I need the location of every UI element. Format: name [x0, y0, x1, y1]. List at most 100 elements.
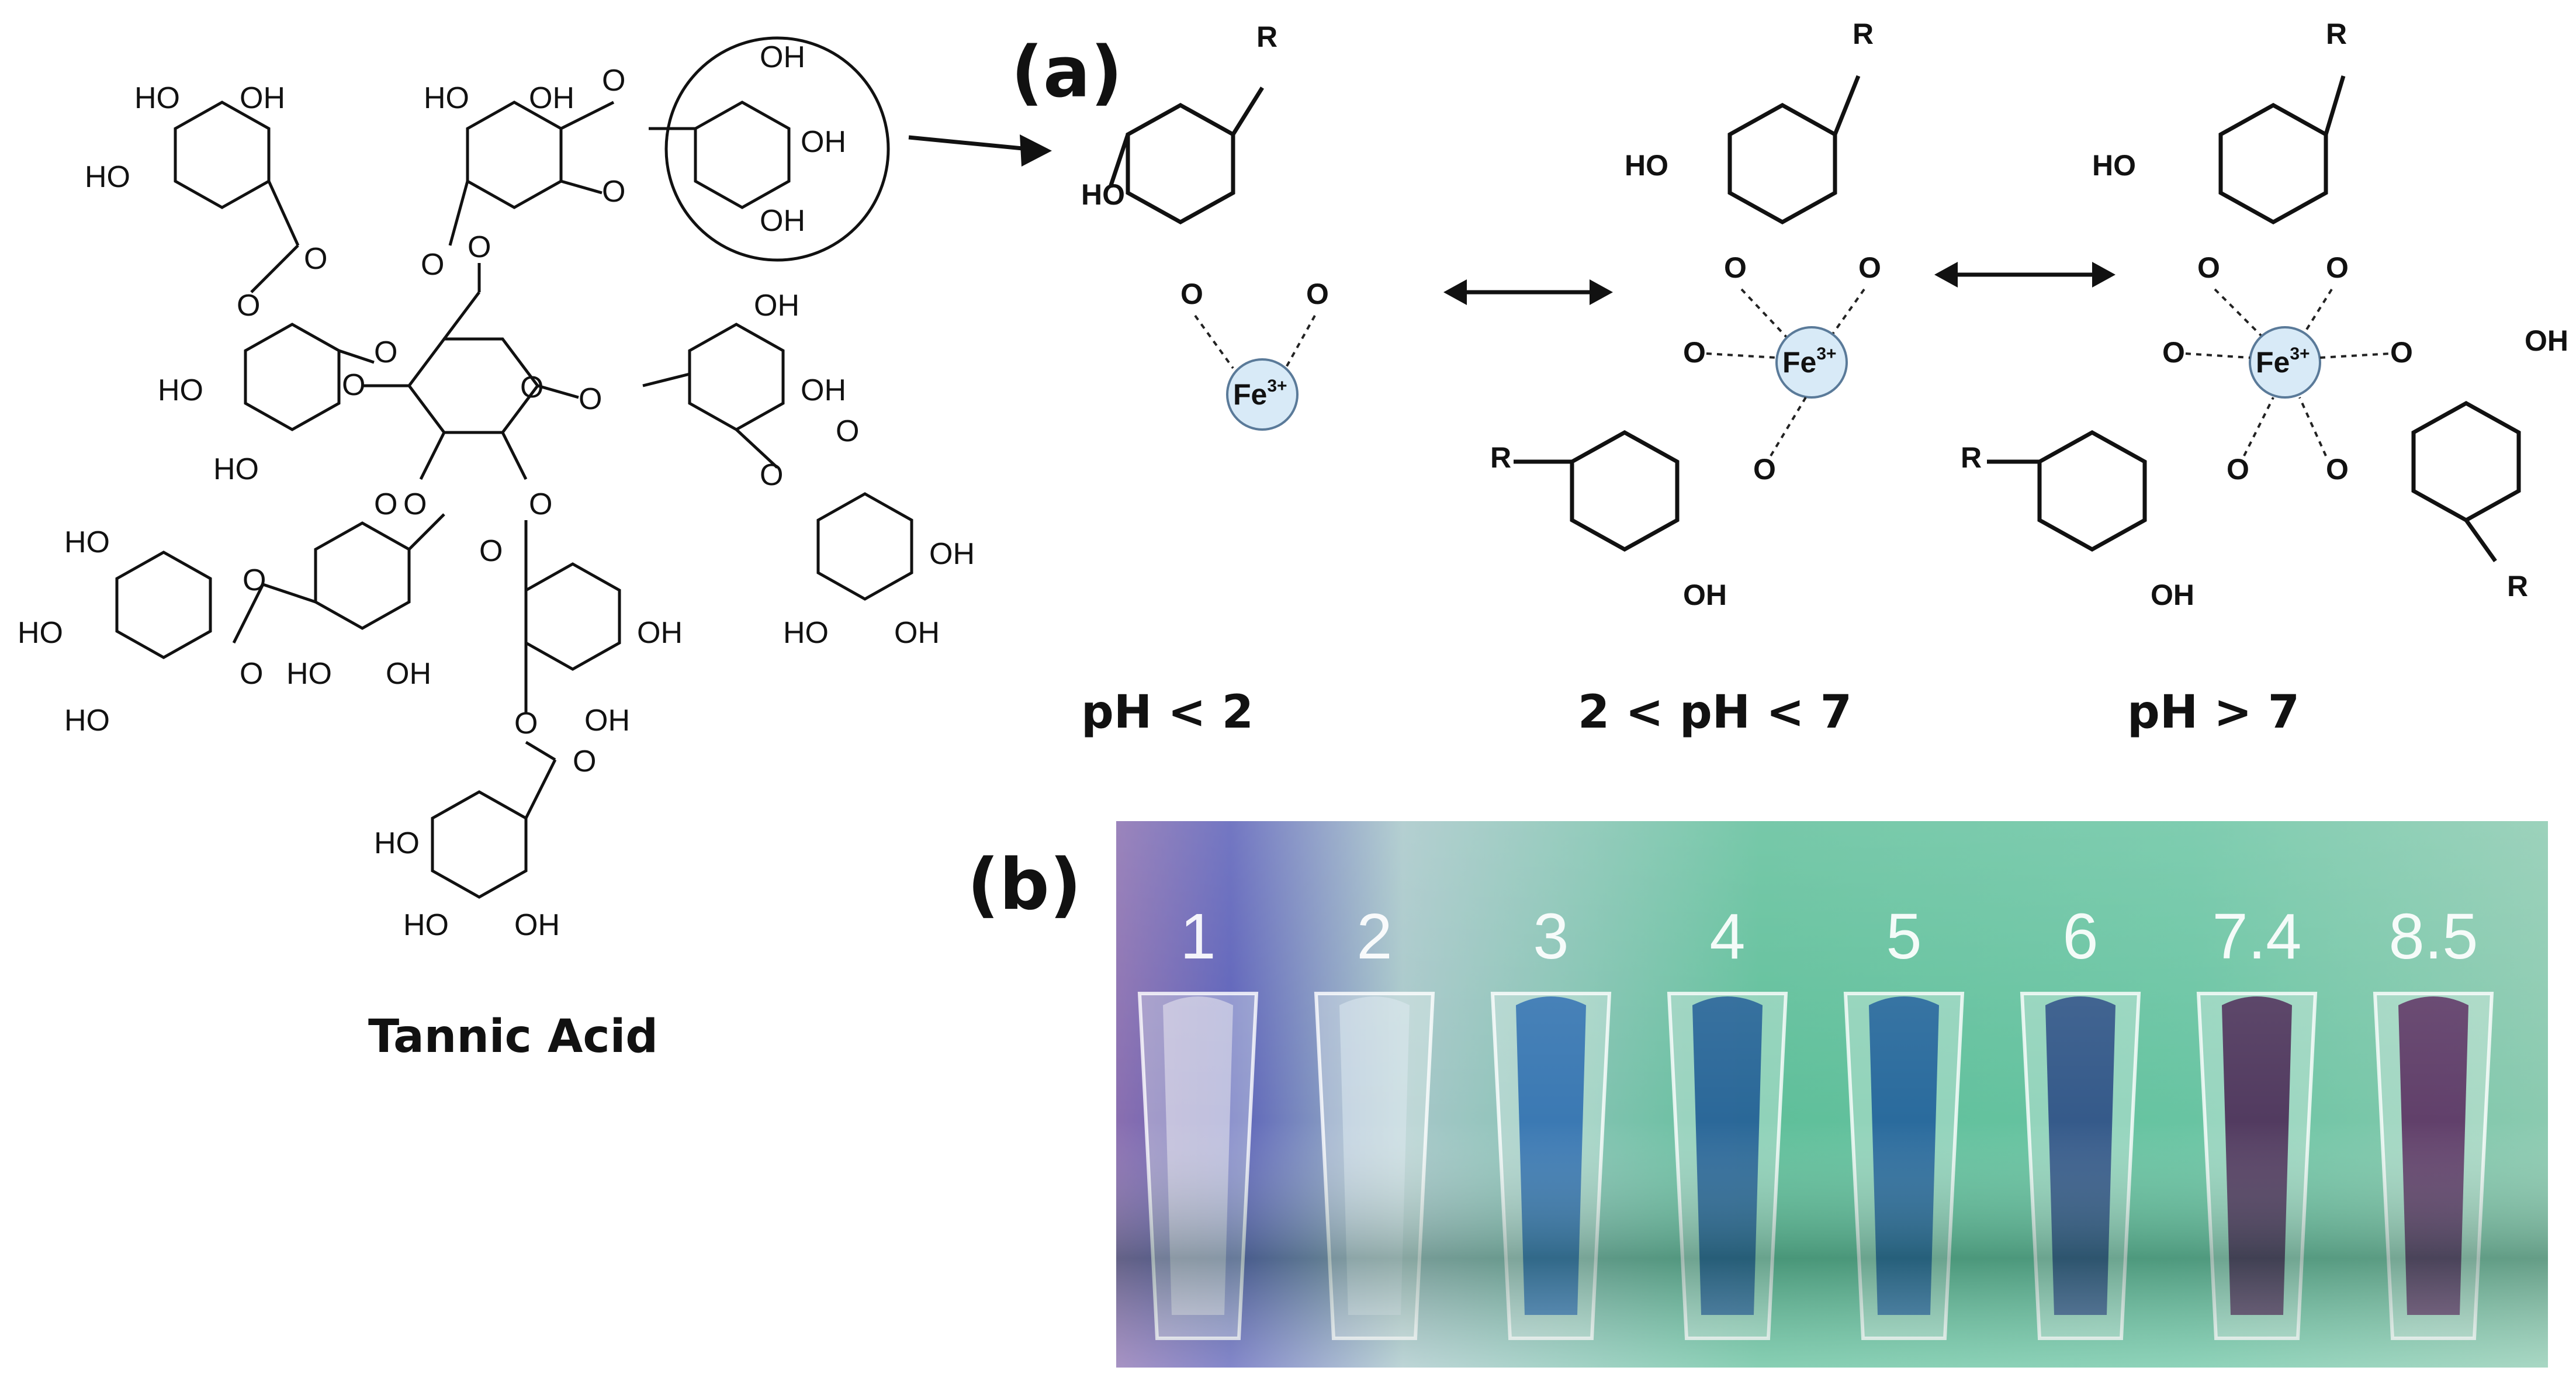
galloyl-ring-center-lower: OH OH O O O — [479, 520, 683, 778]
svg-text:OH: OH — [2525, 324, 2568, 357]
svg-text:O: O — [579, 382, 602, 416]
svg-text:O: O — [836, 414, 859, 448]
svg-text:HO: HO — [374, 826, 420, 860]
cuvette-ph-label: 5 — [1886, 901, 1921, 972]
svg-text:HO: HO — [64, 525, 110, 559]
cuvette-ph-label: 1 — [1180, 901, 1216, 972]
svg-text:O: O — [514, 707, 538, 740]
cuvette-ph-label: 8.5 — [2389, 901, 2478, 972]
galloyl-ring-far-right: OH HO OH — [783, 492, 975, 650]
svg-text:O: O — [374, 335, 397, 369]
tris-complex: R HO O O Fe3+ O O O O R OH OH R pH > 7 — [1961, 18, 2568, 739]
svg-text:R: R — [1853, 18, 1874, 50]
svg-text:OH: OH — [760, 40, 805, 74]
svg-text:OH: OH — [801, 373, 846, 407]
svg-text:O: O — [243, 563, 266, 597]
svg-text:O: O — [2227, 453, 2249, 486]
svg-text:HO: HO — [2092, 149, 2136, 182]
glucose-core: O O O O O O — [342, 230, 602, 521]
galloyl-ring-bottom: HO HO OH — [374, 759, 560, 942]
equilibrium-arrow-2 — [1934, 262, 2115, 288]
svg-text:R: R — [1490, 441, 1511, 474]
svg-text:OH: OH — [514, 908, 560, 942]
svg-text:OH: OH — [637, 616, 683, 650]
svg-text:OH: OH — [584, 704, 630, 738]
svg-text:O: O — [1180, 278, 1203, 310]
galloyl-ring-top-center: HO OH O O O — [421, 64, 625, 282]
svg-text:O: O — [403, 487, 427, 521]
svg-text:R: R — [2326, 18, 2347, 50]
svg-text:OH: OH — [754, 289, 799, 323]
cuvette-ph-label: 7.4 — [2213, 901, 2302, 972]
svg-text:R: R — [1961, 441, 1982, 474]
svg-text:O: O — [479, 534, 503, 568]
svg-text:R: R — [1256, 20, 1277, 53]
svg-text:O: O — [529, 487, 552, 521]
svg-text:HO: HO — [1625, 149, 1668, 182]
svg-text:O: O — [1858, 251, 1881, 284]
svg-text:OH: OH — [386, 657, 431, 691]
svg-text:O: O — [237, 289, 260, 323]
svg-text:Fe3+: Fe3+ — [2256, 344, 2310, 379]
svg-text:OH: OH — [760, 204, 805, 238]
galloyl-ring-mid-left: HO HO O — [158, 323, 397, 486]
tannic-acid-structure: O O O O O O HO OH HO O O HO HO — [18, 36, 975, 1063]
svg-text:O: O — [468, 230, 491, 264]
galloyl-ring-far-left: HO HO HO — [18, 525, 212, 738]
galloyl-ring-right: OH OH O O — [642, 289, 859, 492]
svg-text:O: O — [760, 458, 783, 492]
svg-text:HO: HO — [424, 81, 469, 115]
svg-text:O: O — [573, 745, 596, 778]
equilibrium-arrow-1 — [1443, 279, 1613, 305]
svg-text:OH: OH — [894, 616, 940, 650]
tannic-acid-label: Tannic Acid — [368, 1010, 658, 1063]
svg-text:R: R — [2507, 570, 2528, 603]
svg-text:O: O — [374, 487, 397, 521]
cuvette-ph-label: 2 — [1356, 901, 1392, 972]
svg-text:HO: HO — [85, 160, 130, 194]
svg-text:O: O — [421, 248, 444, 282]
condition-high: pH > 7 — [2127, 686, 2300, 739]
svg-text:O: O — [2162, 336, 2185, 369]
svg-text:O: O — [2197, 251, 2220, 284]
pointer-arrow — [908, 134, 1052, 167]
svg-text:OH: OH — [529, 81, 574, 115]
svg-text:HO: HO — [158, 373, 203, 407]
svg-text:Fe3+: Fe3+ — [1233, 376, 1287, 411]
svg-text:HO: HO — [1081, 178, 1125, 211]
svg-text:Fe3+: Fe3+ — [1782, 344, 1837, 379]
condition-low: pH < 2 — [1081, 686, 1254, 739]
svg-text:HO: HO — [286, 657, 332, 691]
svg-text:HO: HO — [134, 81, 180, 115]
cuvette-photo: 1 2 3 4 5 6 7.4 8.5 — [1116, 821, 2548, 1368]
cuvette-ph-label: 4 — [1709, 901, 1745, 972]
panel-a-label: (a) — [1011, 32, 1123, 113]
svg-text:O: O — [2326, 251, 2349, 284]
cuvette-labels: 1 2 3 4 5 6 7.4 8.5 — [1180, 901, 2478, 972]
svg-text:O: O — [1683, 336, 1706, 369]
svg-text:O: O — [2326, 453, 2349, 486]
svg-text:OH: OH — [929, 537, 975, 571]
svg-text:OH: OH — [240, 81, 285, 115]
svg-text:HO: HO — [213, 452, 259, 486]
svg-text:O: O — [2390, 336, 2413, 369]
cuvette-ph-label: 6 — [2062, 901, 2098, 972]
svg-text:HO: HO — [783, 616, 829, 650]
mono-complex: R HO O O Fe3+ — [1081, 20, 1329, 431]
svg-text:O: O — [1306, 278, 1329, 310]
svg-text:HO: HO — [64, 704, 110, 738]
svg-text:HO: HO — [403, 908, 449, 942]
svg-text:OH: OH — [1683, 579, 1727, 611]
photo-shading — [1116, 821, 2548, 1368]
svg-text:O: O — [602, 175, 625, 209]
svg-text:OH: OH — [801, 125, 846, 159]
svg-text:O: O — [342, 368, 365, 402]
bis-complex: R HO O O Fe3+ O O R OH 2 < pH < 7 — [1490, 18, 1881, 739]
svg-text:O: O — [1753, 453, 1776, 486]
cuvette-ph-label: 3 — [1533, 901, 1569, 972]
svg-text:HO: HO — [18, 616, 63, 650]
svg-text:OH: OH — [2151, 579, 2194, 611]
condition-mid: 2 < pH < 7 — [1578, 686, 1852, 739]
circled-galloyl-group: OH OH OH — [649, 36, 890, 262]
